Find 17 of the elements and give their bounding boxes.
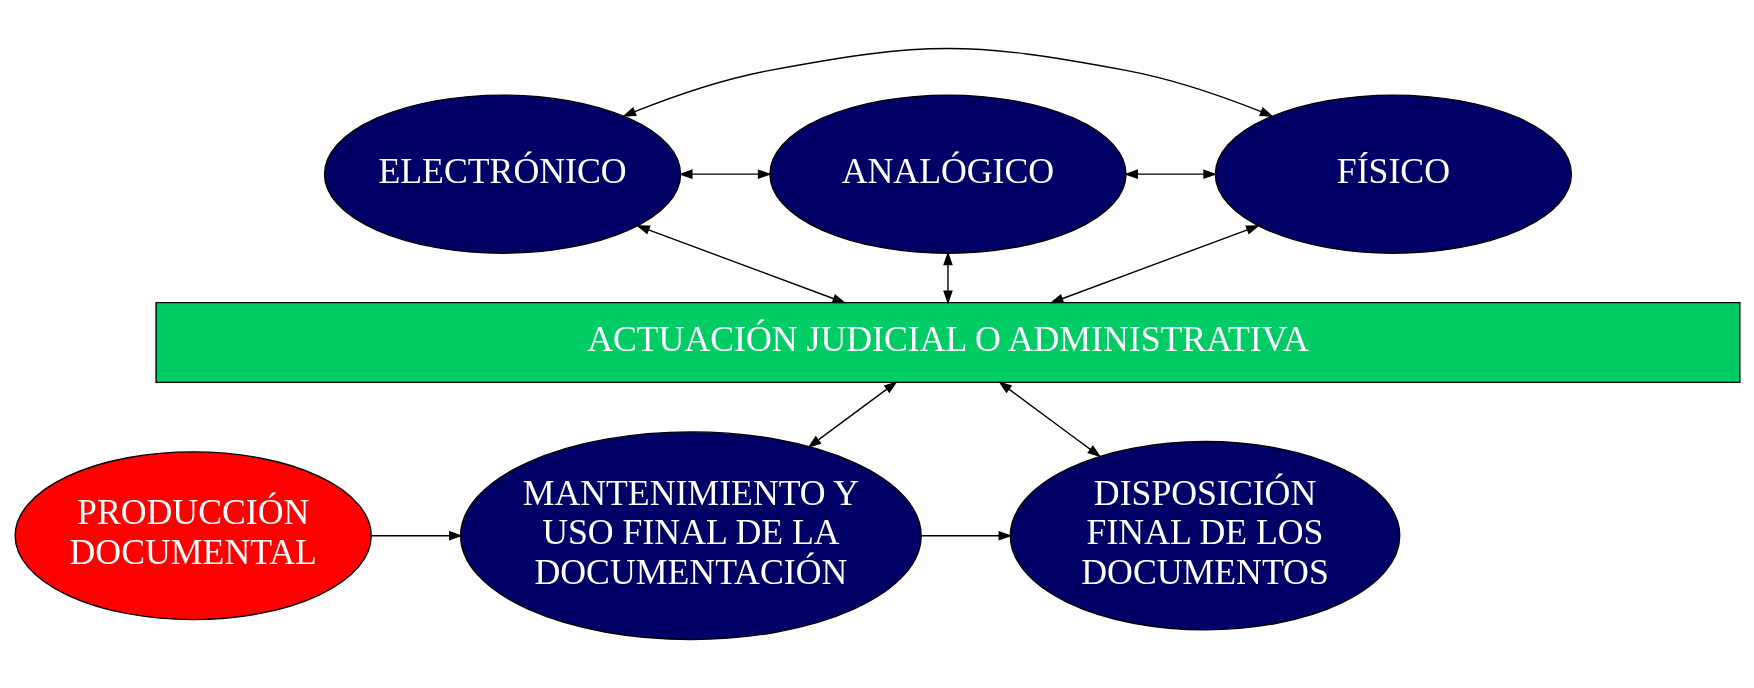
arrow bbox=[1049, 225, 1260, 304]
node-box: ACTUACIÓN JUDICIAL O ADMINISTRATIVA bbox=[154, 302, 1740, 384]
node-ellipse: DISPOSICIÓN FINAL DE LOS DOCUMENTOS bbox=[1009, 440, 1400, 631]
arrow bbox=[942, 251, 953, 305]
node-ellipse: FÍSICO bbox=[1214, 94, 1572, 254]
arrow bbox=[370, 530, 463, 541]
arrow bbox=[635, 225, 846, 304]
arrow bbox=[1123, 169, 1217, 179]
arrow bbox=[621, 47, 1274, 117]
arrow bbox=[997, 381, 1101, 458]
node-ellipse: PRODUCCIÓN DOCUMENTAL bbox=[14, 451, 372, 621]
arrow bbox=[807, 381, 898, 448]
node-ellipse: ANALÓGICO bbox=[768, 94, 1127, 254]
node-ellipse: ELECTRÓNICO bbox=[323, 94, 681, 254]
arrow bbox=[919, 530, 1012, 541]
node-ellipse: MANTENIMIENTO Y USO FINAL DE LA DOCUMENTACIÓN bbox=[459, 431, 922, 641]
arrow bbox=[678, 169, 772, 179]
